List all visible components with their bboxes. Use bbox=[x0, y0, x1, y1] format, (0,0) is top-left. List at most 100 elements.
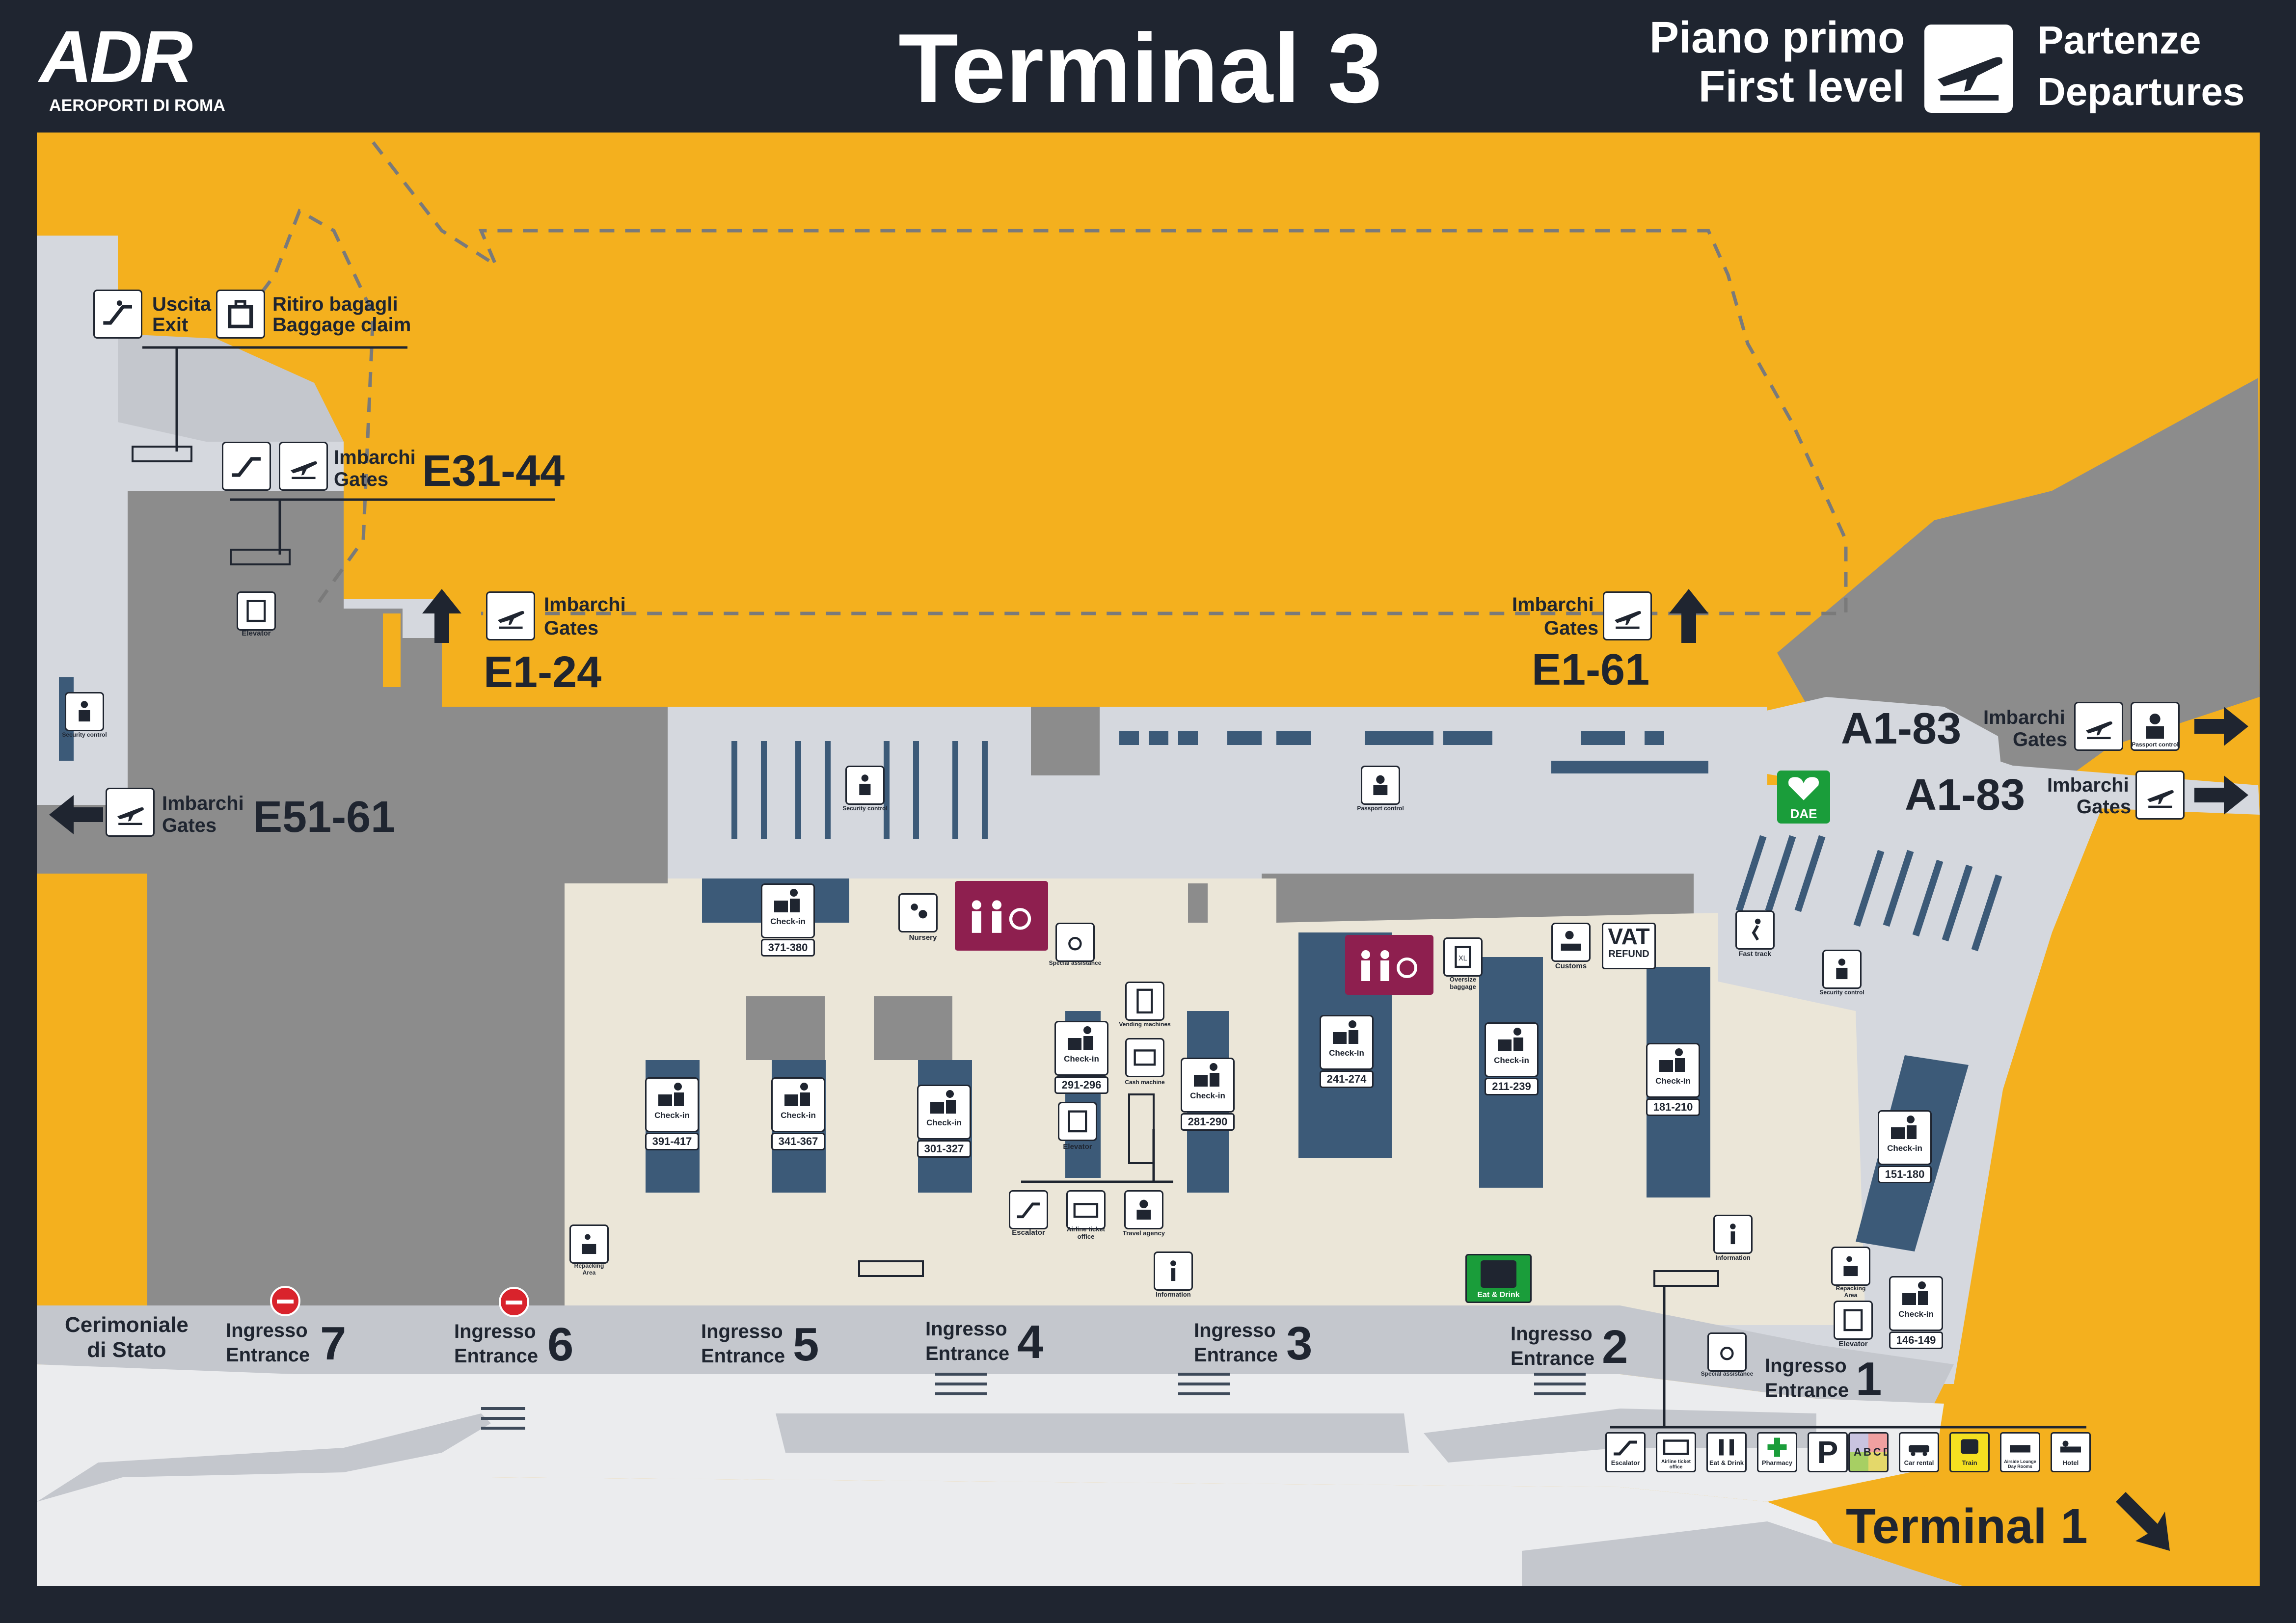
security-control-icon-left bbox=[65, 692, 104, 731]
repacking-icon-left bbox=[569, 1224, 609, 1264]
gates-plane-icon bbox=[279, 442, 328, 491]
checkin-sign-281: Check-in 281-290 bbox=[1181, 1058, 1235, 1131]
gates-e1-24-range: E1-24 bbox=[484, 648, 602, 697]
nursery-caption: Nursery bbox=[909, 933, 937, 942]
adr-logo-subtitle: AEROPORTI DI ROMA bbox=[49, 96, 225, 115]
entrance-2-it[interactable]: Ingresso bbox=[1511, 1323, 1593, 1345]
entrance-6-en[interactable]: Entrance bbox=[454, 1345, 539, 1367]
checkin-range: 181-210 bbox=[1646, 1098, 1700, 1116]
legend-parking-zones-icon: ABCD bbox=[1848, 1432, 1889, 1472]
escalator-icon bbox=[93, 290, 142, 339]
checkin-sign-391: Check-in 391-417 bbox=[645, 1077, 699, 1150]
entrance-1-number: 1 bbox=[1856, 1353, 1882, 1405]
entrance-7-it[interactable]: Ingresso bbox=[226, 1320, 308, 1341]
checkin-caption: Check-in bbox=[654, 1111, 690, 1120]
exit-label-en: Exit bbox=[152, 314, 189, 336]
legend-escalator-icon: Escalator bbox=[1605, 1432, 1646, 1472]
airline-ticket-office-icon bbox=[1066, 1190, 1106, 1229]
special-assistance-icon bbox=[1055, 923, 1095, 962]
security-caption-right: Security control bbox=[1819, 989, 1864, 996]
cerimoniale-label: Cerimoniale di Stato bbox=[65, 1313, 189, 1362]
entrance-1-en[interactable]: Entrance bbox=[1765, 1380, 1849, 1401]
entrance-3-number: 3 bbox=[1286, 1317, 1313, 1370]
terminal-1-label[interactable]: Terminal 1 bbox=[1846, 1499, 2088, 1554]
legend-lounge-icon: Airside Lounge Day Rooms bbox=[2000, 1432, 2040, 1472]
gates-a1-bottom-en: Gates bbox=[2077, 796, 2132, 818]
eat-drink-caption: Eat & Drink bbox=[1477, 1291, 1520, 1299]
checkin-range: 301-327 bbox=[917, 1140, 971, 1158]
checkin-caption: Check-in bbox=[1887, 1144, 1922, 1153]
gates-a1-top-en: Gates bbox=[2013, 729, 2068, 750]
checkin-caption: Check-in bbox=[1329, 1048, 1364, 1058]
checkin-caption: Check-in bbox=[781, 1111, 816, 1120]
legend-pharmacy-label: Pharmacy bbox=[1761, 1459, 1793, 1466]
aed-icon: DAE bbox=[1777, 771, 1830, 824]
area-label-it: Partenze bbox=[2037, 18, 2201, 62]
elevator-caption-hall: Elevator bbox=[1063, 1143, 1092, 1151]
entrance-7-en[interactable]: Entrance bbox=[226, 1344, 310, 1366]
special-assistance-icon-right bbox=[1707, 1332, 1747, 1372]
legend-hotel-label: Hotel bbox=[2062, 1459, 2079, 1466]
cash-machine-icon bbox=[1125, 1038, 1164, 1077]
entrance-3-it[interactable]: Ingresso bbox=[1194, 1320, 1276, 1341]
checkin-caption: Check-in bbox=[1655, 1076, 1691, 1086]
eat-drink-icon: Eat & Drink bbox=[1465, 1254, 1532, 1303]
repacking-caption-right: Repacking Area bbox=[1836, 1285, 1866, 1299]
passport-caption-center: Passport control bbox=[1357, 805, 1404, 812]
gates-e1-24-icon bbox=[486, 591, 535, 640]
travel-agency-icon bbox=[1124, 1190, 1163, 1229]
page-title: Terminal 3 bbox=[898, 14, 1382, 123]
checkin-caption: Check-in bbox=[1494, 1056, 1529, 1065]
entrance-4-number: 4 bbox=[1017, 1316, 1044, 1368]
entrance-5-number: 5 bbox=[793, 1318, 819, 1371]
exit-label-it: Uscita bbox=[152, 293, 212, 315]
checkin-caption: Check-in bbox=[1064, 1054, 1099, 1064]
gates-e1-61-en: Gates bbox=[1544, 617, 1599, 639]
gates-e1-61-range: E1-61 bbox=[1532, 645, 1650, 694]
information-icon-center bbox=[1154, 1251, 1193, 1291]
gates-e51-it: Imbarchi bbox=[162, 793, 244, 814]
travel-agency-caption: Travel agency bbox=[1123, 1229, 1165, 1237]
legend-hotel-icon: Hotel bbox=[2051, 1432, 2091, 1472]
passport-control-icon-center bbox=[1361, 766, 1400, 805]
baggage-label-en: Baggage claim bbox=[272, 314, 411, 336]
checkin-sign-301: Check-in 301-327 bbox=[917, 1085, 971, 1158]
escalator-caption-hall: Escalator bbox=[1012, 1228, 1045, 1237]
checkin-range: 281-290 bbox=[1181, 1113, 1235, 1131]
checkin-sign-341: Check-in 341-367 bbox=[771, 1077, 825, 1150]
gates-e1-61-it: Imbarchi bbox=[1512, 594, 1594, 615]
entrance-4-it[interactable]: Ingresso bbox=[925, 1318, 1007, 1340]
special-assistance-caption-right: Special assistance bbox=[1701, 1370, 1754, 1377]
fast-track-caption: Fast track bbox=[1738, 950, 1772, 958]
legend-ticket-office-icon: Airline ticket office bbox=[1656, 1432, 1696, 1472]
entrance-5-en[interactable]: Entrance bbox=[701, 1345, 785, 1367]
escalator-up-icon bbox=[222, 442, 271, 491]
gates-a1-bottom-it: Imbarchi bbox=[2047, 774, 2129, 796]
pier-a-hall bbox=[1699, 697, 2003, 800]
entrance-2-en[interactable]: Entrance bbox=[1511, 1348, 1595, 1369]
checkin-sign-241: Check-in 241-274 bbox=[1320, 1015, 1374, 1088]
information-icon-right bbox=[1713, 1215, 1753, 1254]
oversize-xl-mark: XL bbox=[1459, 955, 1467, 962]
curbside bbox=[37, 1305, 1954, 1404]
entrance-6-it[interactable]: Ingresso bbox=[454, 1321, 536, 1342]
checkin-range: 341-367 bbox=[771, 1133, 825, 1150]
gates-e31-it: Imbarchi bbox=[334, 447, 416, 468]
legend-parking-icon: P bbox=[1808, 1432, 1848, 1472]
area-label-en: Departures bbox=[2037, 70, 2245, 113]
legend-car-rental-label: Car rental bbox=[1904, 1459, 1934, 1466]
legend-parking-zones-label: ABCD bbox=[1854, 1446, 1887, 1458]
legend-eat-drink-label: Eat & Drink bbox=[1709, 1459, 1744, 1466]
checkin-sign-151: Check-in 151-180 bbox=[1878, 1110, 1932, 1183]
cerimoniale-line-2: di Stato bbox=[87, 1337, 166, 1362]
entrance-6-number: 6 bbox=[547, 1318, 574, 1371]
entrance-4-en[interactable]: Entrance bbox=[925, 1343, 1010, 1364]
entrance-1-it[interactable]: Ingresso bbox=[1765, 1355, 1847, 1377]
baggage-claim-icon bbox=[216, 290, 265, 339]
entrance-5-it[interactable]: Ingresso bbox=[701, 1321, 783, 1342]
entrance-3-en[interactable]: Entrance bbox=[1194, 1344, 1278, 1366]
checkin-caption: Check-in bbox=[1190, 1091, 1225, 1100]
entrance-2-number: 2 bbox=[1602, 1321, 1628, 1373]
legend-pharmacy-icon: Pharmacy bbox=[1757, 1432, 1797, 1472]
